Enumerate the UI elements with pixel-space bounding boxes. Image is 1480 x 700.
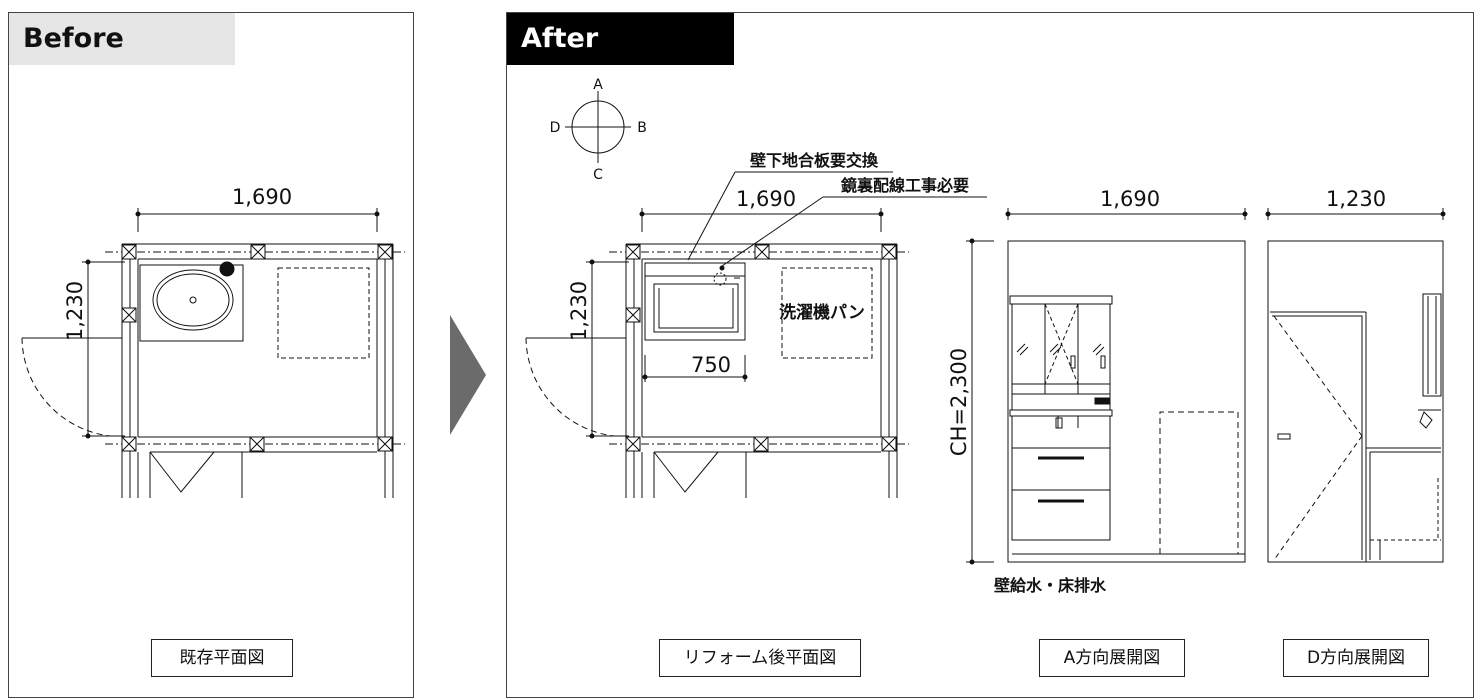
- water-note: 壁給水・床排水: [994, 576, 1107, 595]
- compass-c-label: C: [593, 167, 603, 183]
- washer-pan-label: 洗濯機パン: [779, 302, 865, 323]
- compass-b-label: B: [637, 120, 647, 136]
- vanity-width-dimension: [642, 355, 748, 382]
- before-door: [21, 337, 215, 493]
- elevation-d-width-label: 1,230: [1326, 187, 1386, 211]
- vanity-width-label: 750: [691, 353, 731, 377]
- ceiling-height-label: CH=2,300: [947, 348, 971, 456]
- after-panel: After リフォーム後平面図 A方向展開図 D方向展開図: [506, 12, 1474, 698]
- before-tab: Before: [9, 13, 235, 65]
- before-depth-label: 1,230: [63, 281, 87, 341]
- before-floor-plan: [21, 208, 405, 498]
- elevation-d: [1265, 208, 1446, 563]
- ceiling-height-dimension: [966, 238, 994, 565]
- compass-a-label: A: [593, 77, 603, 93]
- before-width-label: 1,690: [232, 185, 292, 209]
- after-vanity: [644, 262, 746, 341]
- washer-elevation: [1159, 411, 1239, 554]
- after-tab: After: [507, 13, 734, 65]
- door-elevation: [1270, 311, 1367, 562]
- elevation-d-caption: D方向展開図: [1283, 639, 1429, 677]
- elevation-a: [966, 208, 1248, 565]
- elevation-a-width-dimension: [1005, 208, 1248, 220]
- next-arrow-icon: [450, 315, 486, 435]
- mirror-note-leader: [721, 196, 824, 267]
- before-sink: [139, 261, 244, 342]
- before-washer-area: [277, 267, 370, 359]
- mirror-note: 鏡裏配線工事必要: [841, 176, 969, 195]
- after-plan-caption: リフォーム後平面図: [659, 639, 861, 677]
- elevation-a-caption: A方向展開図: [1039, 639, 1185, 677]
- after-plan-depth-label: 1,230: [567, 281, 591, 341]
- vanity-side-elevation: [1366, 293, 1442, 560]
- elevation-a-width-label: 1,690: [1100, 187, 1160, 211]
- compass: [565, 91, 631, 163]
- mirror-cabinet: [1009, 295, 1113, 395]
- after-depth-dimension: [586, 259, 629, 439]
- before-panel: Before 既存平面図: [8, 12, 414, 698]
- after-washer-pan: [781, 267, 873, 359]
- after-plan-width-label: 1,690: [736, 187, 796, 211]
- after-width-dimension: [639, 208, 884, 232]
- wall-note-leader: [687, 171, 736, 261]
- vanity-unit-elevation: [1009, 393, 1245, 555]
- before-depth-dimension: [82, 259, 125, 439]
- before-caption: 既存平面図: [151, 639, 293, 677]
- wall-note: 壁下地合板要交換: [750, 151, 879, 170]
- after-door: [525, 337, 719, 493]
- after-floor-plan: [525, 171, 987, 498]
- before-width-dimension: [135, 208, 380, 232]
- elevation-d-width-dimension: [1265, 208, 1446, 220]
- compass-d-label: D: [550, 120, 561, 136]
